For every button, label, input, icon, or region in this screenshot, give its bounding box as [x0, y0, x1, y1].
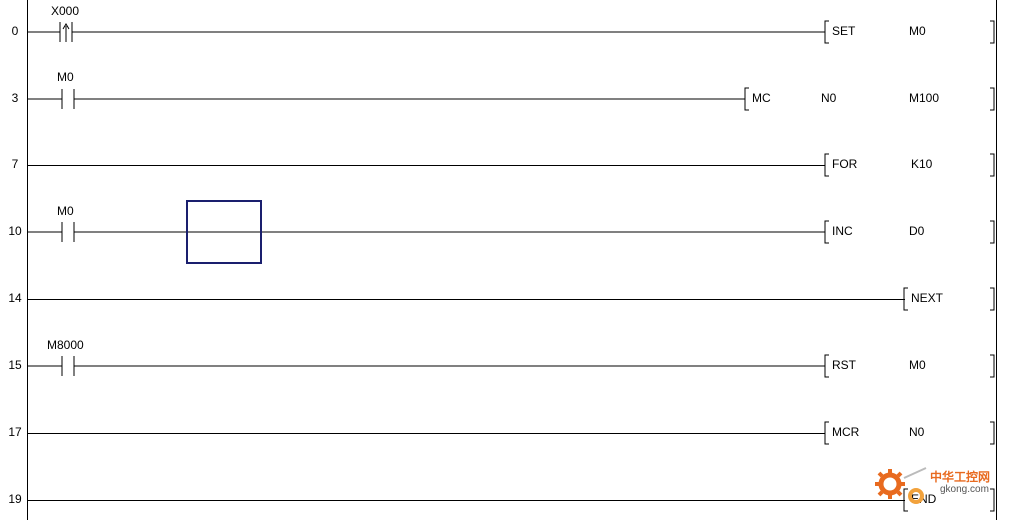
instruction-op[interactable]: FOR — [832, 157, 858, 171]
no-contact-icon[interactable] — [28, 354, 828, 380]
instruction-op[interactable]: SET — [832, 24, 856, 38]
instruction-op[interactable]: RST — [832, 358, 856, 372]
instruction-bracket-icon — [824, 220, 829, 244]
rising-edge-contact-icon[interactable] — [28, 20, 828, 46]
instruction-bracket-icon — [903, 488, 908, 512]
instruction-bracket-close-icon — [990, 354, 995, 378]
instruction-bracket-icon — [824, 20, 829, 44]
left-power-rail — [27, 0, 28, 520]
contact-label: X000 — [51, 4, 80, 18]
step-number: 17 — [8, 425, 22, 439]
instruction-bracket-close-icon — [990, 87, 995, 111]
instruction-operand[interactable]: K10 — [911, 157, 933, 171]
step-number: 3 — [11, 91, 19, 105]
step-number: 0 — [11, 24, 19, 38]
instruction-bracket-icon — [744, 87, 749, 111]
step-number: 14 — [8, 291, 22, 305]
rung-wire — [28, 433, 825, 434]
contact-label: M0 — [57, 70, 74, 84]
edit-cursor[interactable] — [186, 200, 262, 264]
instruction-op[interactable]: MC — [752, 91, 771, 105]
instruction-op[interactable]: MCR — [832, 425, 860, 439]
step-number: 15 — [8, 358, 22, 372]
no-contact-icon[interactable] — [28, 87, 748, 113]
instruction-bracket-close-icon — [990, 153, 995, 177]
instruction-op[interactable]: NEXT — [911, 291, 944, 305]
instruction-operand[interactable]: M0 — [909, 358, 926, 372]
instruction-bracket-close-icon — [990, 421, 995, 445]
rung-wire — [28, 299, 905, 300]
no-contact-icon[interactable] — [28, 220, 828, 246]
instruction-bracket-icon — [903, 287, 908, 311]
rung-wire — [28, 165, 825, 166]
contact-label: M0 — [57, 204, 74, 218]
instruction-bracket-close-icon — [990, 488, 995, 512]
watermark-en: gkong.com — [940, 484, 989, 495]
instruction-operand[interactable]: N0 — [909, 425, 925, 439]
instruction-op[interactable]: INC — [832, 224, 853, 238]
step-number: 10 — [8, 224, 22, 238]
instruction-bracket-icon — [824, 421, 829, 445]
instruction-operand[interactable]: D0 — [909, 224, 925, 238]
instruction-operand[interactable]: N0 — [821, 91, 837, 105]
instruction-bracket-close-icon — [990, 287, 995, 311]
right-power-rail — [996, 0, 997, 520]
step-number: 7 — [11, 157, 19, 171]
instruction-operand[interactable]: M0 — [909, 24, 926, 38]
instruction-bracket-icon — [824, 153, 829, 177]
gkong-watermark: 中华工控网 gkong.com — [872, 462, 1004, 514]
gear-logo-icon — [875, 467, 927, 504]
instruction-operand[interactable]: M100 — [909, 91, 940, 105]
instruction-bracket-icon — [824, 354, 829, 378]
instruction-bracket-close-icon — [990, 20, 995, 44]
watermark-cn: 中华工控网 — [930, 470, 991, 484]
instruction-bracket-close-icon — [990, 220, 995, 244]
rung-wire — [28, 500, 905, 501]
contact-label: M8000 — [47, 338, 84, 352]
step-number: 19 — [8, 492, 22, 506]
